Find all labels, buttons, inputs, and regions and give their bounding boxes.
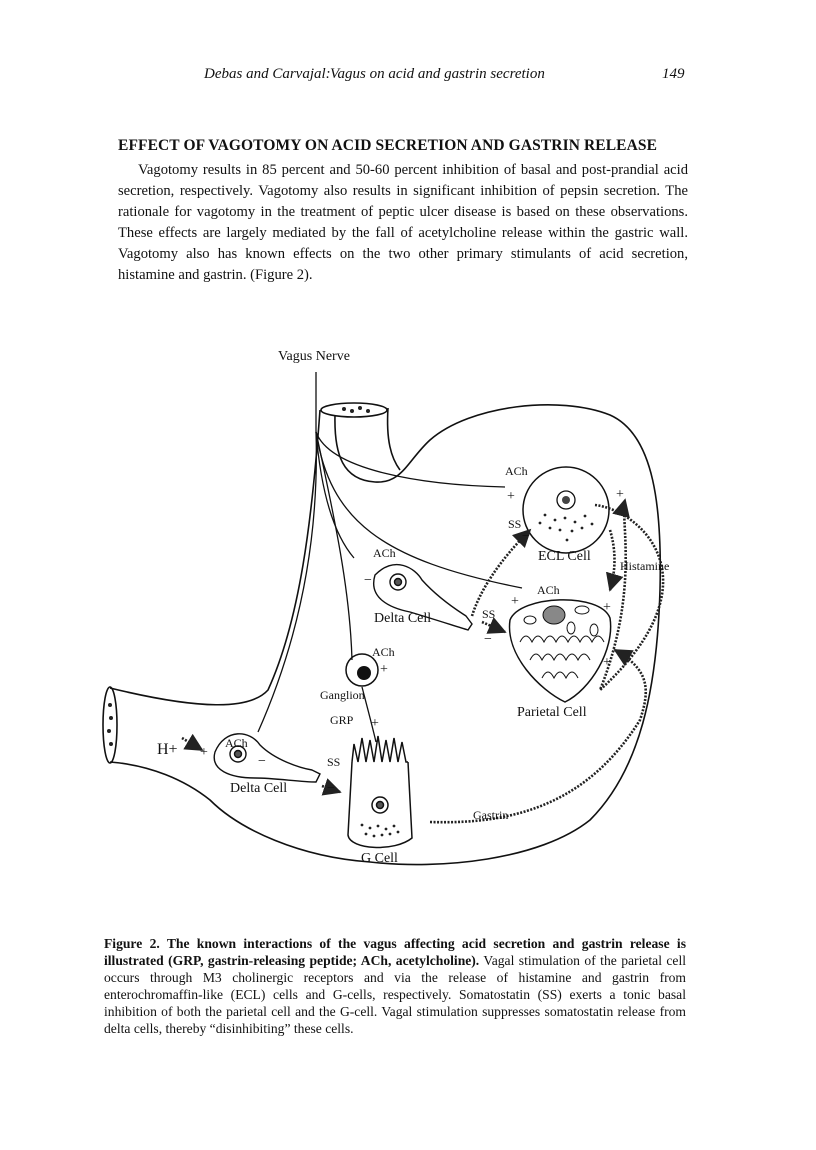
- parietal-cell: [508, 599, 612, 703]
- label-delta-cell-upper: Delta Cell: [374, 611, 431, 626]
- label-ss-ecl: SS: [508, 517, 521, 531]
- label-minus-delta-upper: −: [364, 573, 372, 588]
- header-authors: Debas and Carvajal:: [204, 66, 331, 82]
- label-gastrin: Gastrin: [473, 808, 508, 822]
- label-parietal-cell: Parietal Cell: [517, 705, 587, 720]
- label-histamine: Histamine: [620, 559, 669, 573]
- label-minus-parietal: −: [484, 632, 492, 647]
- delta-cell-upper: [373, 564, 473, 631]
- g-cell-granules: [360, 823, 400, 838]
- signal-arrows: [181, 498, 665, 824]
- label-ach-ganglion: ACh: [372, 645, 395, 659]
- label-vagus-nerve: Vagus Nerve: [278, 349, 350, 364]
- page-number: 149: [662, 66, 685, 82]
- body-paragraph: Vagotomy results in 85 percent and 50-60…: [118, 162, 688, 283]
- label-ach-ecl: ACh: [505, 464, 528, 478]
- label-plus-ecl: +: [507, 489, 515, 504]
- label-ach-parietal: ACh: [537, 583, 560, 597]
- label-delta-cell-lower: Delta Cell: [230, 781, 287, 796]
- g-cell: [347, 735, 413, 849]
- figure-2-diagram: Vagus Nerve ACh + SS − ECL Cell + Histam…: [95, 340, 695, 880]
- vagus-fibres: [257, 372, 523, 743]
- stomach-outline: [102, 402, 662, 866]
- label-plus-parietal-right: +: [603, 600, 611, 615]
- label-minus-ecl: −: [522, 529, 530, 544]
- label-plus-delta-lower: +: [200, 745, 208, 760]
- stomach-diagram: Vagus Nerve ACh + SS − ECL Cell + Histam…: [102, 349, 669, 866]
- ecl-cell: [522, 466, 610, 554]
- running-header: Debas and Carvajal: Vagus on acid and ga…: [0, 66, 816, 86]
- label-plus-ecl-right: +: [616, 487, 624, 502]
- label-plus-ganglion: +: [380, 662, 388, 677]
- delta-cell-lower: [213, 733, 321, 783]
- label-minus-gcell: −: [327, 781, 335, 796]
- label-h-plus: H+: [157, 741, 178, 758]
- label-ach-delta-lower: ACh: [225, 736, 248, 750]
- caption-lead: Figure 2. The known interactions of the …: [104, 936, 686, 968]
- label-plus-parietal-lower: +: [603, 655, 611, 670]
- lumen-stipple: [107, 406, 370, 746]
- label-minus-delta-lower: −: [258, 754, 266, 769]
- label-g-cell: G Cell: [361, 851, 398, 866]
- label-grp: GRP: [330, 713, 354, 727]
- label-ach-delta-upper: ACh: [373, 546, 396, 560]
- figure-caption: Figure 2. The known interactions of the …: [104, 935, 686, 1037]
- label-ss-parietal: SS: [482, 607, 495, 621]
- label-plus-grp: +: [371, 716, 379, 731]
- caption-body: Vagal stimulation of the parietal cell o…: [104, 953, 687, 1036]
- label-ss-gcell: SS: [327, 755, 340, 769]
- header-running-title: Vagus on acid and gastrin secretion: [330, 66, 545, 82]
- section-heading: EFFECT OF VAGOTOMY ON ACID SECRETION AND…: [118, 137, 658, 154]
- label-ganglion: Ganglion: [320, 688, 365, 702]
- label-ecl-cell: ECL Cell: [538, 549, 591, 564]
- ganglion: [345, 653, 379, 687]
- label-plus-parietal-top: +: [511, 594, 519, 609]
